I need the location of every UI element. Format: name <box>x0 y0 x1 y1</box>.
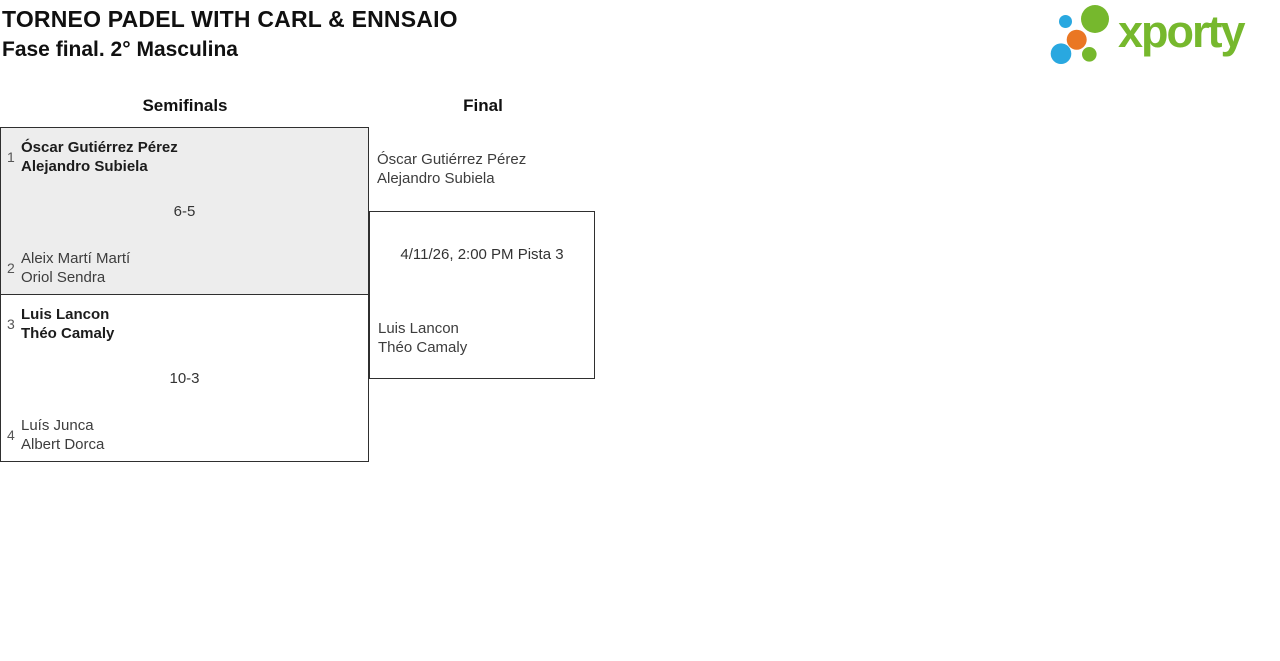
team-names: Aleix Martí Martí Oriol Sendra <box>21 249 130 287</box>
match-card-semifinal-2[interactable]: 3 Luis Lancon Théo Camaly 10-3 4 Luís Ju… <box>0 294 369 462</box>
xporty-dots-icon <box>1050 5 1109 64</box>
player-name: Théo Camaly <box>21 325 115 342</box>
final-team-top: Óscar Gutiérrez Pérez Alejandro Subiela <box>377 150 526 188</box>
seed-number: 3 <box>7 316 15 332</box>
team-names: Luís Junca Albert Dorca <box>21 416 104 454</box>
page-title: TORNEO PADEL WITH CARL & ENNSAIO <box>2 6 458 32</box>
player-name: Aleix Martí Martí <box>21 250 131 267</box>
player-name: Luis Lancon <box>21 306 110 323</box>
team-names: Óscar Gutiérrez Pérez Alejandro Subiela <box>21 138 178 176</box>
match-score-sf2: 10-3 <box>169 370 200 387</box>
player-name: Luís Junca <box>21 417 94 434</box>
match-card-final[interactable]: 4/11/26, 2:00 PM Pista 3 Luis Lancon Thé… <box>369 211 595 379</box>
player-name: Óscar Gutiérrez Pérez <box>21 139 178 156</box>
final-team-bottom: Luis Lancon Théo Camaly <box>378 319 467 357</box>
team-entry-sf1-top[interactable]: 1 Óscar Gutiérrez Pérez Alejandro Subiel… <box>7 138 178 176</box>
match-card-semifinal-1[interactable]: 1 Óscar Gutiérrez Pérez Alejandro Subiel… <box>0 127 369 295</box>
team-entry-sf2-bottom[interactable]: 4 Luís Junca Albert Dorca <box>7 416 104 454</box>
player-name: Luis Lancon <box>378 320 459 337</box>
seed-number: 1 <box>7 149 15 165</box>
team-entry-sf1-bottom[interactable]: 2 Aleix Martí Martí Oriol Sendra <box>7 249 130 287</box>
round-header-semifinals: Semifinals <box>142 96 228 115</box>
xporty-logo[interactable]: xporty <box>1046 2 1246 68</box>
player-name: Albert Dorca <box>21 436 105 453</box>
player-name: Oriol Sendra <box>21 269 106 286</box>
match-score-sf1: 6-5 <box>173 203 196 220</box>
seed-number: 2 <box>7 260 15 276</box>
final-match-schedule: 4/11/26, 2:00 PM Pista 3 <box>400 246 564 263</box>
team-entry-sf2-top[interactable]: 3 Luis Lancon Théo Camaly <box>7 305 114 343</box>
player-name: Óscar Gutiérrez Pérez <box>377 151 527 168</box>
page-subtitle: Fase final. 2° Masculina <box>2 38 238 61</box>
seed-number: 4 <box>7 427 15 443</box>
team-names: Luis Lancon Théo Camaly <box>21 305 114 343</box>
xporty-logo-text: xporty <box>1118 6 1246 57</box>
player-name: Alejandro Subiela <box>21 158 148 175</box>
player-name: Théo Camaly <box>378 339 468 356</box>
player-name: Alejandro Subiela <box>377 170 495 187</box>
round-header-final: Final <box>463 96 503 115</box>
